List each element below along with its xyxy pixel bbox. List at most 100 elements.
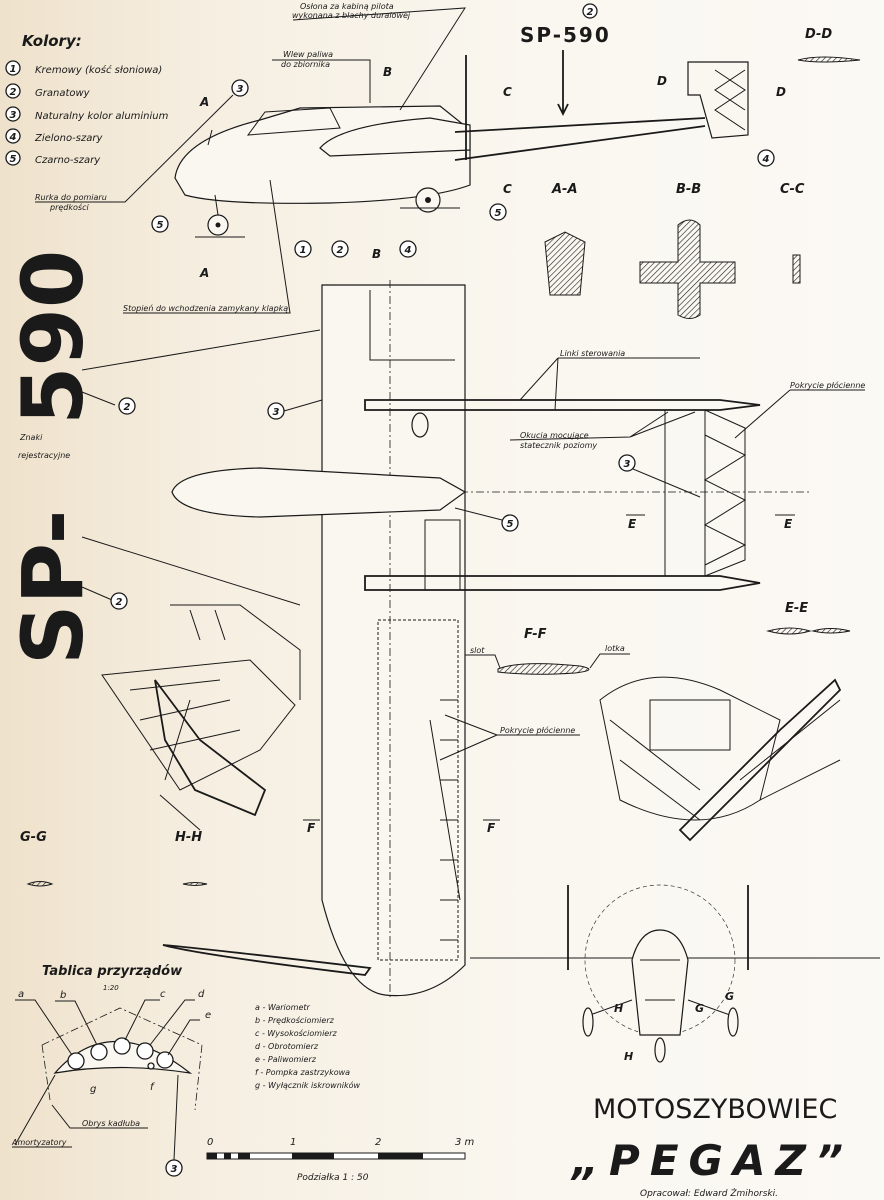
side-view-markers-0-label: 1 (300, 245, 307, 256)
top-view-control-lines-label: Linki sterowania (560, 349, 625, 358)
instrument-panel-legend-6-label: g - Wyłącznik iskrowników (255, 1080, 361, 1090)
color-marker: 2 (331, 240, 349, 258)
side-view-section-c-label: C (503, 85, 512, 99)
instrument-panel-legend-2-label: c - Wysokościomierz (255, 1028, 338, 1038)
color-marker: 5 (151, 215, 169, 233)
instrument-panel-marker-label: 3 (171, 1164, 178, 1175)
front-view: H H G G (567, 884, 749, 1063)
top-view-fabric-tail-label: Pokrycie płócienne (790, 380, 865, 390)
top-view-fabric-wing-label: Pokrycie płócienne (500, 725, 575, 735)
color-marker: 5 (489, 203, 507, 221)
color-marker: 1 (294, 240, 312, 258)
instrument-panel-letters-5-label: f (150, 1082, 155, 1093)
colors-legend-items-0-label-label: Kremowy (kość słoniowa) (35, 64, 162, 76)
scale-bar: 0 1 2 3 m Podziałka 1 : 50 (206, 1137, 475, 1183)
callout-cover-line1: Osłona za kabiną pilota (300, 2, 394, 11)
sections-ff-label: F-F (524, 627, 547, 642)
colors-legend-items-3-num-label: 4 (9, 132, 17, 143)
front-view-h-label-label: H (614, 1002, 623, 1015)
instrument-panel-scale-label: 1:20 (103, 984, 119, 992)
top-view-marker-3-label: 3 (273, 407, 280, 418)
registration-caption-2-label: rejestracyjne (18, 451, 70, 460)
side-view-markers-4-label: 5 (157, 220, 164, 231)
registration-top-num-label: 2 (587, 7, 594, 18)
sections-cc-label: C-C (780, 182, 805, 197)
side-view-section-d-label: D (657, 74, 667, 88)
callout-fuel-line2: do zbiornika (281, 60, 330, 69)
top-view-e-label-label: E (628, 517, 637, 531)
instrument-panel-legend-1-label: b - Prędkościomierz (255, 1015, 335, 1025)
registration-marker-label: 2 (116, 597, 123, 608)
instrument-panel-legend-3-label: d - Obrotomierz (255, 1042, 319, 1051)
instrument-panel-letters-0-label: a (18, 989, 24, 1000)
big-registration-number: 590 (4, 250, 102, 425)
sections-gg-label: G-G (20, 830, 47, 845)
sections-aa-label: A-A (551, 182, 578, 197)
top-view: Linki sterowania Okucia mocujące statecz… (162, 280, 880, 1000)
instrument-panel-hull-outline-label: Obrys kadłuba (82, 1119, 140, 1128)
sections-hh-label: H-H (175, 830, 202, 845)
instrument-panel-legend-5-label: f - Pompka zastrzykowa (255, 1068, 350, 1077)
top-view-fittings-1-label: Okucia mocujące (520, 431, 589, 440)
side-view-markers-3-label: 4 (404, 245, 412, 256)
callout-pitot-line1: Rurka do pomiaru (35, 193, 107, 202)
subtitle: MOTOSZYBOWIEC (593, 1094, 837, 1125)
top-view-marker-5-label: 5 (507, 519, 514, 530)
top-view-aileron-label: lotka (605, 644, 625, 653)
colors-legend-items-4-label-label: Czarno-szary (35, 155, 101, 166)
top-view-fittings-2-label: statecznik poziomy (520, 441, 597, 450)
instrument-panel-letters-2-label: c (160, 989, 166, 1000)
instrument-panel-legend-0-label: a - Wariometr (255, 1003, 311, 1012)
side-view: Osłona za kabiną pilota wykonana z blach… (35, 2, 786, 314)
scale-bar-caption-label: Podziałka 1 : 50 (297, 1173, 369, 1183)
callout-fuel-line1: Wlew paliwa (283, 50, 333, 59)
colors-legend-items-0-num-label: 1 (10, 64, 17, 75)
top-registration: SP-590 (520, 23, 611, 47)
title-block: MOTOSZYBOWIEC „PEGAZ” Opracował: Edward … (570, 1094, 843, 1199)
legend-item: 1 Kremowy (kość słoniowa) (5, 60, 162, 76)
side-view-section-d-label: D (776, 85, 786, 99)
scale-bar-ticks-1-label: 1 (290, 1137, 296, 1148)
registration: SP-590 2 590 SP- Znaki rejestracyjne 2 2 (4, 3, 611, 665)
colors-legend-items-1-num-label: 2 (10, 87, 17, 98)
side-view-section-b-label: B (372, 247, 381, 261)
callout-step: Stopień do wchodzenia zamykany klapką (123, 304, 288, 313)
legend-item: 3 Naturalny kolor aluminium (5, 106, 169, 122)
instrument-panel-letters-3-label: d (198, 989, 205, 1000)
colors-legend-items-4-num-label: 5 (10, 154, 17, 165)
registration-caption-1-label: Znaki (19, 433, 43, 442)
sections-bb-label: B-B (676, 182, 701, 197)
side-view-section-a-label: A (199, 95, 209, 109)
color-marker: 4 (757, 149, 775, 167)
colors-legend-items-2-num-label: 3 (10, 110, 17, 121)
top-view-f-label-label: F (487, 821, 496, 835)
front-view-h-label-label: H (624, 1050, 633, 1063)
side-view-section-c-label: C (503, 182, 512, 196)
instrument-panel-title-label: Tablica przyrządów (42, 964, 183, 979)
instrument-legend: a - Wariometr b - Prędkościomierz c - Wy… (255, 1003, 361, 1090)
callout-pitot-line2: prędkości (49, 202, 89, 212)
side-view-markers-3-label: 4 (762, 154, 770, 165)
side-view-markers-2-label: 3 (237, 84, 244, 95)
color-marker: 4 (399, 240, 417, 258)
side-view-markers-1-label: 2 (337, 245, 344, 256)
colors-legend-items-1-label-label: Granatowy (35, 88, 91, 99)
engine-sketch (599, 676, 842, 842)
side-view-markers-4-label: 5 (495, 208, 502, 219)
colors-legend-items-2-label-label: Naturalny kolor aluminium (35, 111, 169, 122)
top-view-f-label-label: F (307, 821, 316, 835)
cockpit-sketch (101, 604, 301, 831)
cross-sections: A-A B-B C-C D-D E-E F-F slot lotka G-G H… (20, 27, 861, 887)
colors-legend: Kolory: 1 Kremowy (kość słoniowa) 2 Gran… (5, 32, 169, 166)
front-view-g-label-label: G (695, 1002, 704, 1015)
scale-bar-ticks-3-label: 3 m (455, 1137, 475, 1148)
instrument-panel-letters-6-label: g (90, 1084, 96, 1095)
legend-item: 2 Granatowy (5, 83, 91, 99)
color-marker: 3 (231, 79, 249, 97)
instrument-panel-legend-4-label: e - Paliwomierz (255, 1055, 317, 1064)
side-view-section-b-label: B (383, 65, 392, 79)
author: Opracował: Edward Żmihorski. (640, 1188, 778, 1199)
legend-item: 5 Czarno-szary (5, 150, 101, 166)
legend-title: Kolory: (22, 32, 82, 50)
